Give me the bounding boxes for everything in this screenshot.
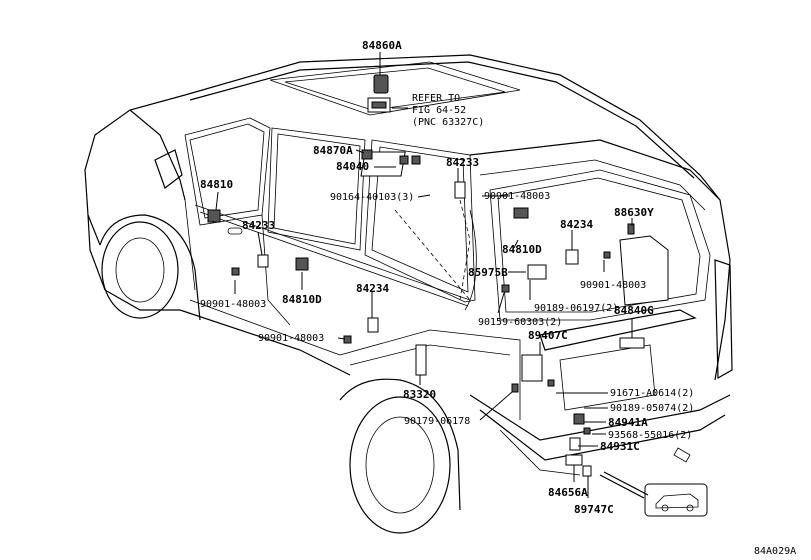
label-90901-48003-lower: 90901-48003	[258, 333, 324, 344]
label-90189-05074: 90189-05074(2)	[610, 403, 694, 414]
part-labels: 84860A REFER TO FIG 64-52 (PNC 63327C) 8…	[200, 39, 796, 557]
label-84234-rear: 84234	[560, 218, 593, 231]
label-93568-55016: 93568-55016(2)	[608, 430, 692, 441]
label-83320: 83320	[403, 388, 436, 401]
label-90901-48003-upper: 90901-48003	[484, 191, 550, 202]
label-84810D-rear: 84810D	[502, 243, 542, 256]
label-89407C: 89407C	[528, 329, 568, 342]
vehicle-inset-box	[644, 483, 708, 517]
label-84941A: 84941A	[608, 416, 648, 429]
label-84810D-door: 84810D	[282, 293, 322, 306]
label-refer-line3: (PNC 63327C)	[412, 117, 484, 128]
label-90901-48003-door: 90901-48003	[200, 299, 266, 310]
label-84234-lower: 84234	[356, 282, 389, 295]
label-91671-A0614: 91671-A0614(2)	[610, 388, 694, 399]
van-body-outline	[84, 54, 733, 534]
figure-id: 84A029A	[754, 546, 796, 557]
label-90189-06197: 90189-06197(2)	[534, 303, 618, 314]
label-89747C: 89747C	[574, 503, 614, 516]
label-88630Y: 88630Y	[614, 206, 654, 219]
label-84233-door: 84233	[242, 219, 275, 232]
label-84840G: 84840G	[614, 304, 654, 317]
label-90159-60303: 90159-60303(2)	[478, 317, 562, 328]
label-90901-48003-rear: 90901-48003	[580, 280, 646, 291]
label-90164-40103: 90164-40103(3)	[330, 192, 414, 203]
label-84810: 84810	[200, 178, 233, 191]
label-refer-line1: REFER TO	[412, 93, 460, 104]
label-85975B: 85975B	[468, 266, 508, 279]
label-84656A: 84656A	[548, 486, 588, 499]
label-84233-upper: 84233	[446, 156, 479, 169]
label-refer-line2: FIG 64-52	[412, 105, 466, 116]
leader-lines	[215, 52, 633, 498]
parts-shapes	[207, 74, 669, 499]
label-84860A: 84860A	[362, 39, 402, 52]
label-84931C: 84931C	[600, 440, 640, 453]
label-84870A: 84870A	[313, 144, 353, 157]
label-90179-06178: 90179-06178	[404, 416, 470, 427]
label-84040: 84040	[336, 160, 369, 173]
